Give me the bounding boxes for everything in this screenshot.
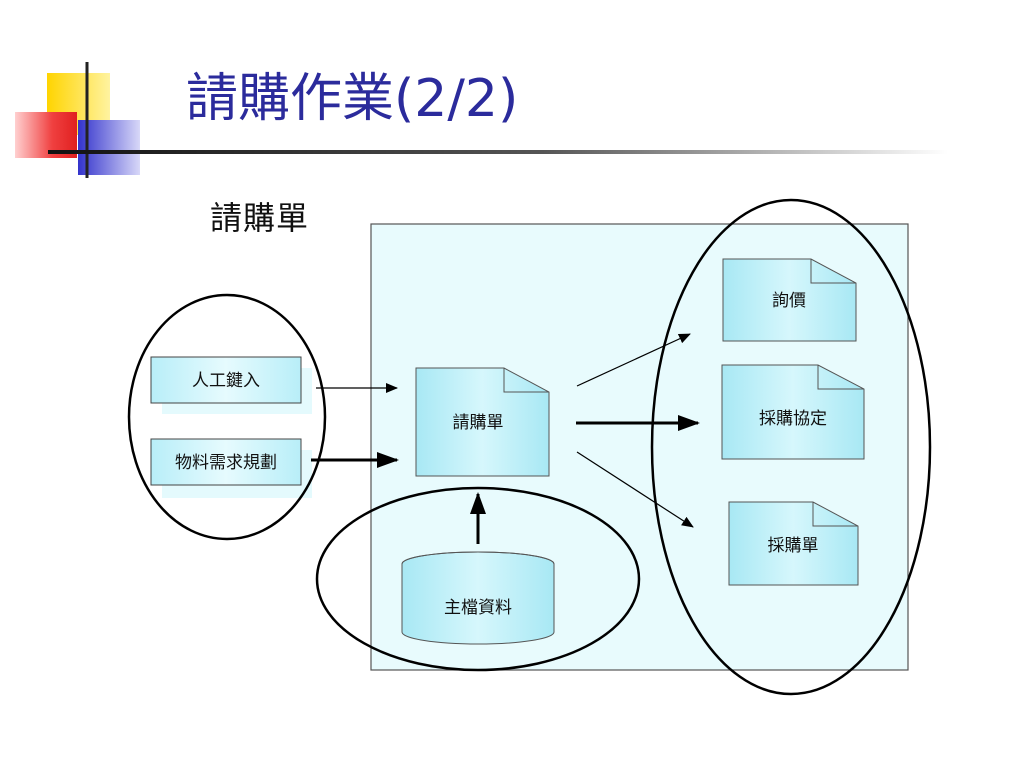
master-data-label: 主檔資料 — [444, 598, 512, 618]
doc-inquiry-label: 詢價 — [772, 291, 806, 311]
doc-requisition: 請購單 — [415, 367, 550, 477]
diagram-title: 請購單 — [210, 199, 310, 237]
doc-po-label: 採購單 — [768, 536, 819, 556]
masterdata-group-ellipse — [315, 486, 641, 672]
title-underline — [48, 150, 948, 154]
input-mrp-label: 物料需求規劃 — [175, 453, 277, 473]
master-data-cylinder: 主檔資料 — [401, 551, 555, 645]
arrow-requisition-to-inquiry — [576, 333, 691, 387]
input-box-manual: 人工鍵入 — [150, 356, 312, 414]
doc-agreement: 採購協定 — [721, 364, 865, 460]
doc-po: 採購單 — [728, 501, 859, 586]
slide-logo — [15, 62, 140, 178]
input-box-mrp: 物料需求規劃 — [150, 438, 312, 498]
slide-title: 請購作業(2/2) — [186, 69, 519, 129]
doc-inquiry: 詢價 — [722, 258, 857, 342]
inputs-group-ellipse — [127, 293, 327, 541]
doc-requisition-label: 請購單 — [453, 413, 504, 433]
input-manual-label: 人工鍵入 — [192, 371, 260, 391]
doc-agreement-label: 採購協定 — [759, 409, 827, 429]
arrow-requisition-to-po — [576, 451, 694, 528]
outputs-group-ellipse — [650, 198, 932, 696]
